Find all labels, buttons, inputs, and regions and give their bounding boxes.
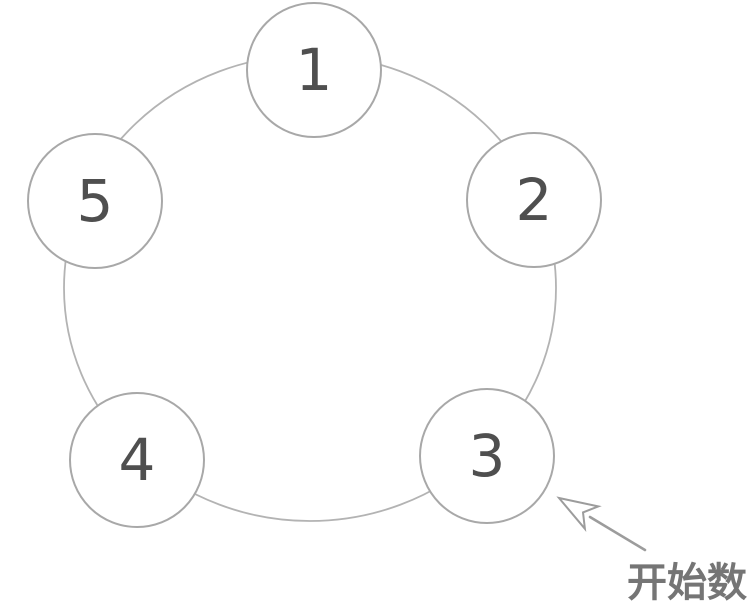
node-1: 1 (246, 2, 382, 138)
node-5-label: 5 (77, 167, 114, 235)
node-2: 2 (466, 132, 602, 268)
start-arrow (556, 496, 647, 552)
node-1-label: 1 (296, 36, 333, 104)
arrow-head-icon (556, 496, 602, 532)
node-5: 5 (27, 133, 163, 269)
node-4-label: 4 (119, 426, 156, 494)
node-2-circle (466, 132, 602, 268)
node-3-circle (419, 388, 555, 524)
start-count-label: 开始数 (627, 560, 747, 603)
node-5-circle (27, 133, 163, 269)
arrow-shaft (588, 515, 647, 552)
node-3-label: 3 (469, 422, 506, 490)
node-2-label: 2 (516, 166, 553, 234)
node-3: 3 (419, 388, 555, 524)
node-1-circle (246, 2, 382, 138)
node-4-circle (69, 392, 205, 528)
node-4: 4 (69, 392, 205, 528)
